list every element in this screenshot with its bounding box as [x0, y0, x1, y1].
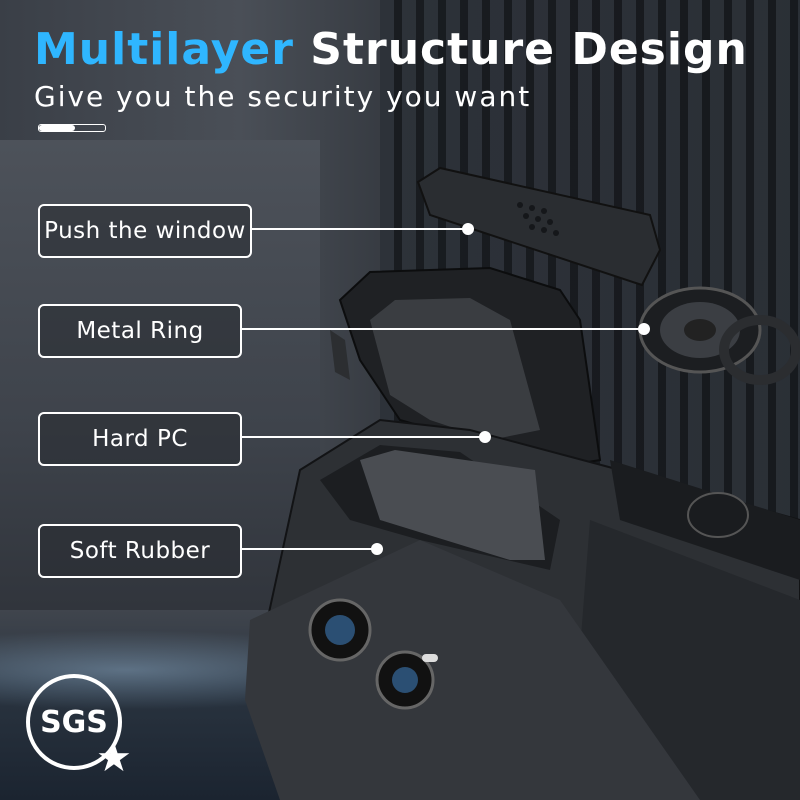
callout-push-the-window: Push the window	[38, 204, 252, 258]
camera-window-slider	[416, 166, 662, 287]
callout-hard-pc: Hard PC	[38, 412, 242, 466]
callout-soft-rubber: Soft Rubber	[38, 524, 242, 578]
star-icon: ★	[96, 735, 132, 781]
title-accent: Multilayer	[34, 24, 294, 75]
progress-indicator	[38, 124, 106, 132]
page-subtitle: Give you the security you want	[34, 80, 532, 113]
sgs-badge: SGS	[26, 674, 122, 770]
leader-line-metal-ring	[240, 328, 640, 330]
page-title: Multilayer Structure Design	[34, 24, 748, 75]
sgs-badge-text: SGS	[40, 704, 108, 740]
pointer-dot-push-the-window	[462, 223, 474, 235]
progress-fill	[39, 125, 76, 131]
leader-line-soft-rubber	[240, 548, 376, 550]
leader-line-push-the-window	[250, 228, 468, 230]
hard-pc-frame	[330, 266, 602, 472]
pointer-dot-soft-rubber	[371, 543, 383, 555]
title-rest: Structure Design	[293, 24, 748, 75]
pointer-dot-metal-ring	[638, 323, 650, 335]
pointer-dot-hard-pc	[479, 431, 491, 443]
callout-metal-ring: Metal Ring	[38, 304, 242, 358]
phone-back	[245, 540, 700, 800]
leader-line-hard-pc	[240, 436, 484, 438]
metal-ring	[638, 286, 800, 385]
